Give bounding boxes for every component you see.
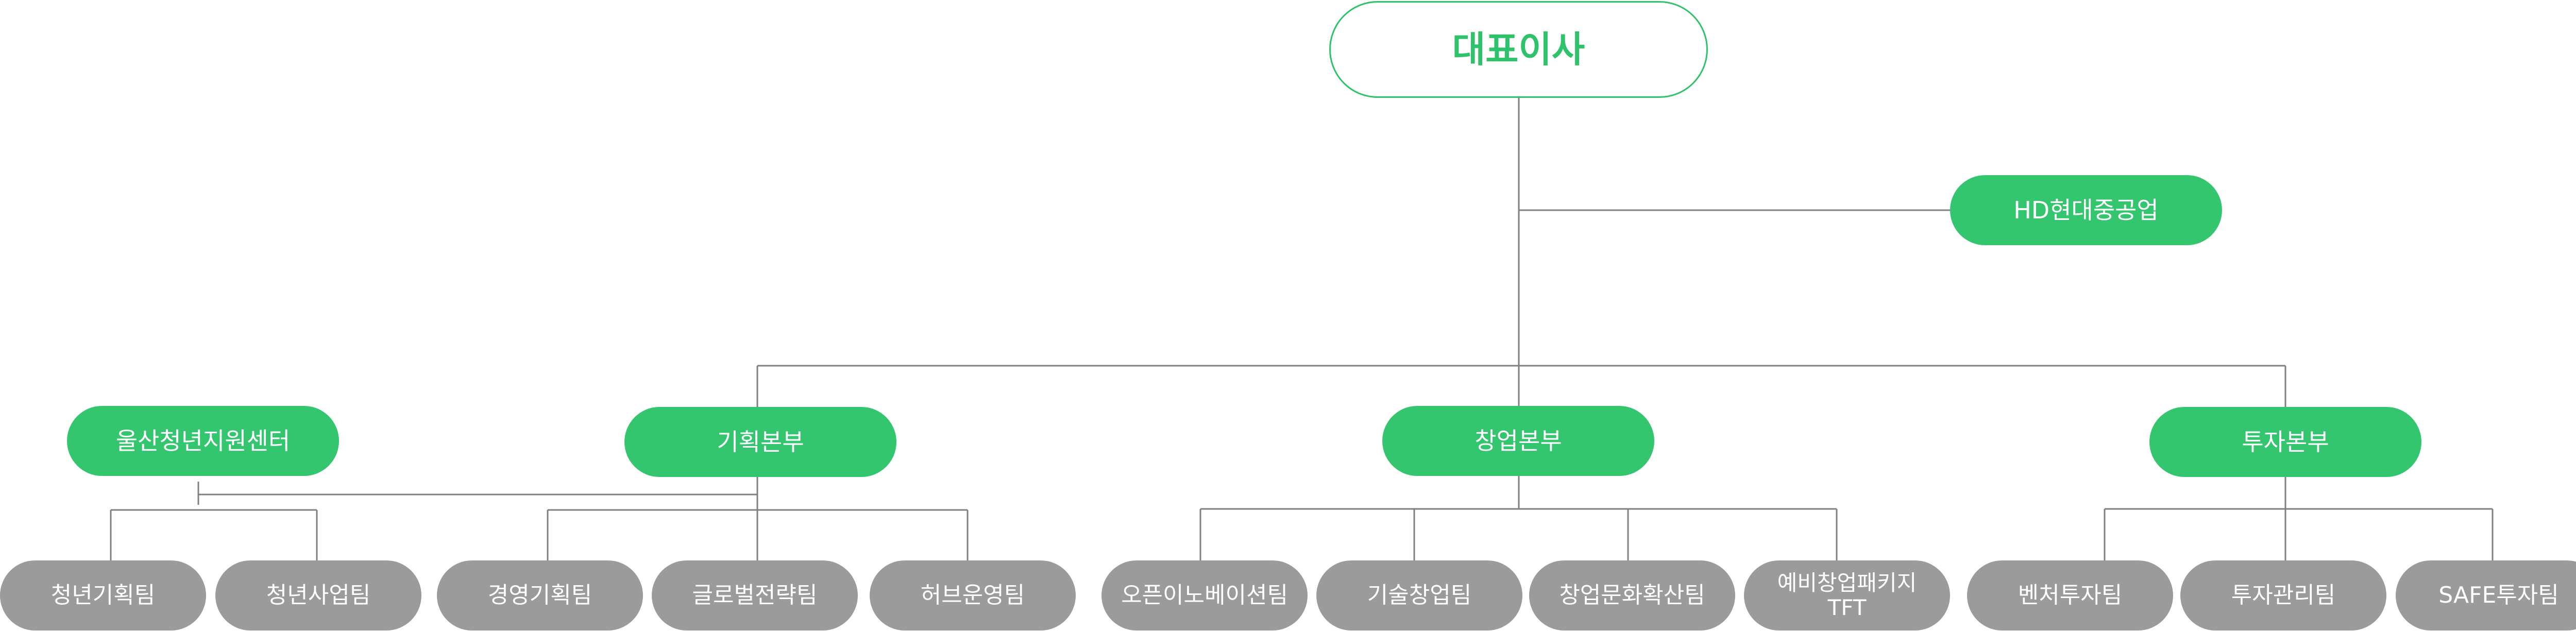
team-node: 글로벌전략팀 [652, 560, 858, 630]
team-node: SAFE투자팀 [2396, 560, 2576, 630]
team-node: 허브운영팀 [870, 560, 1076, 630]
affiliate-node: HD현대중공업 [1950, 175, 2222, 245]
team-node: 예비창업패키지 TFT [1744, 560, 1950, 630]
team-node: 경영기획팀 [437, 560, 643, 630]
team-node: 투자관리팀 [2180, 560, 2386, 630]
ulsan-center-node: 울산청년지원센터 [67, 406, 339, 476]
team-node: 벤처투자팀 [1967, 560, 2173, 630]
division-investment: 투자본부 [2149, 407, 2421, 477]
team-node: 창업문화확산팀 [1529, 560, 1735, 630]
team-node: 청년사업팀 [215, 560, 421, 630]
team-node: 오픈이노베이션팀 [1101, 560, 1308, 630]
division-startup: 창업본부 [1382, 406, 1654, 476]
division-planning: 기획본부 [624, 407, 896, 477]
team-node: 기술창업팀 [1316, 560, 1522, 630]
ceo-node: 대표이사 [1329, 1, 1708, 98]
team-node: 청년기획팀 [0, 560, 206, 630]
